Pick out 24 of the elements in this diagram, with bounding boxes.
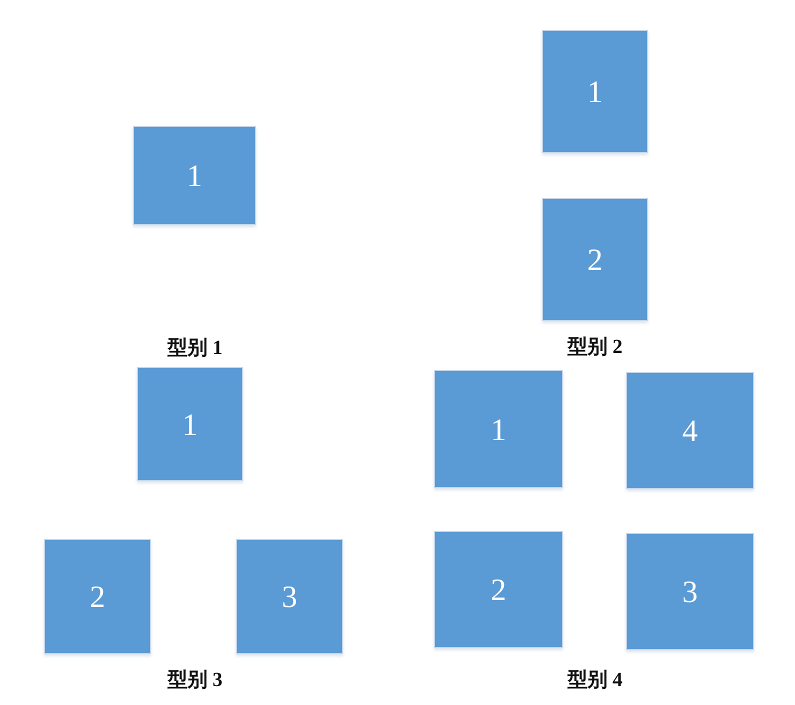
square-number: 4 xyxy=(682,415,698,446)
square-number: 1 xyxy=(186,160,202,191)
type-caption: 型别 4 xyxy=(568,668,622,692)
square-number: 1 xyxy=(182,408,198,440)
square-number: 3 xyxy=(282,581,298,612)
numbered-square xyxy=(236,539,343,654)
numbered-square xyxy=(434,531,563,648)
numbered-square xyxy=(133,126,256,225)
numbered-square xyxy=(434,370,563,488)
numbered-square xyxy=(626,533,754,650)
numbered-square xyxy=(542,198,648,321)
numbered-square xyxy=(137,367,243,481)
numbered-square xyxy=(44,539,151,654)
type-caption: 型别 1 xyxy=(168,336,222,360)
type-caption: 型别 2 xyxy=(568,335,622,359)
type-caption: 型别 3 xyxy=(168,668,222,692)
numbered-square xyxy=(542,30,648,153)
square-number: 1 xyxy=(490,414,506,444)
square-number: 1 xyxy=(587,76,603,107)
square-number: 3 xyxy=(682,576,698,607)
square-number: 2 xyxy=(490,574,506,605)
square-number: 2 xyxy=(587,244,603,275)
numbered-square xyxy=(626,372,754,489)
square-number: 2 xyxy=(90,581,106,612)
